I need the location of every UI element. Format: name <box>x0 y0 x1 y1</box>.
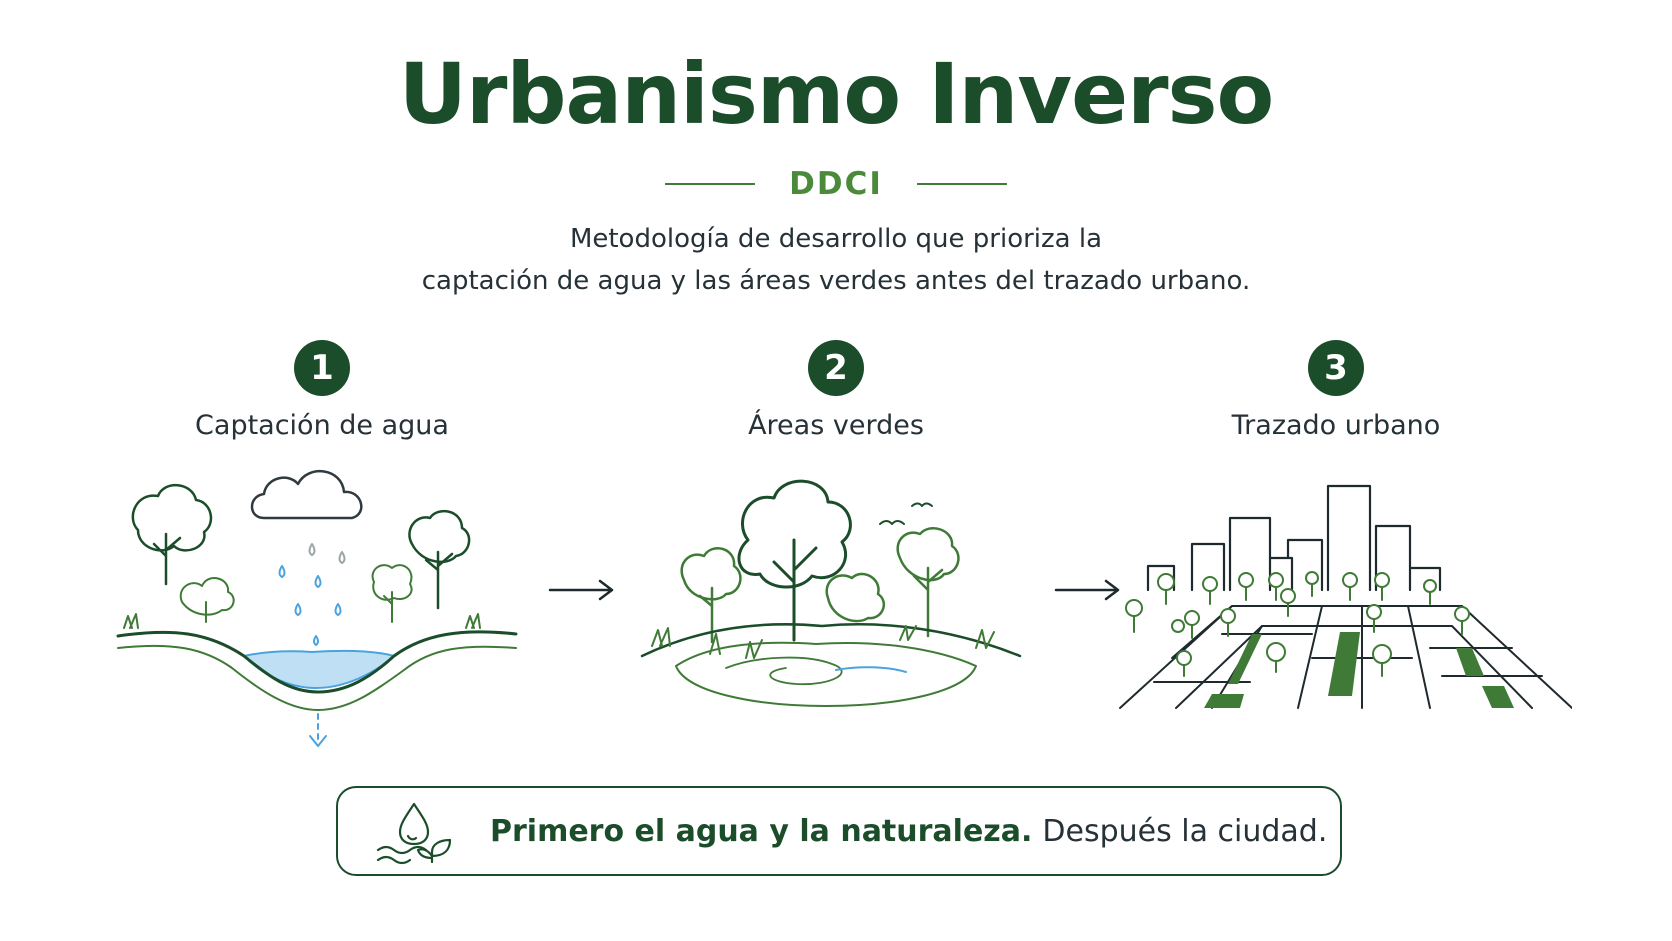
page-title: Urbanismo Inverso <box>398 45 1274 143</box>
urban-layout-icon <box>1119 484 1572 709</box>
water-capture-icon <box>116 469 518 747</box>
subtitle-line-1: Metodología de desarrollo que prioriza l… <box>569 224 1103 254</box>
banner-text: Primero el agua y la naturaleza. Después … <box>490 814 1327 849</box>
org-row: DDCI <box>0 166 1672 202</box>
divider-right <box>916 183 1007 185</box>
arrow-right-icon <box>1054 579 1120 601</box>
step-1: 1 Captación de agua <box>112 340 532 441</box>
step-2-label: Áreas verdes <box>748 410 924 441</box>
water-drop-leaf-icon <box>376 802 452 865</box>
org-name: DDCI <box>789 166 883 202</box>
banner-bold-text: Primero el agua y la naturaleza. <box>490 814 1033 849</box>
step-1-badge: 1 <box>294 340 350 396</box>
green-areas-icon <box>640 479 1022 707</box>
step-2-badge: 2 <box>808 340 864 396</box>
step-3-badge: 3 <box>1308 340 1364 396</box>
step-2: 2 Áreas verdes <box>626 340 1046 441</box>
step-3: 3 Trazado urbano <box>1126 340 1546 441</box>
subtitle-line-2: captación de agua y las áreas verdes ant… <box>421 266 1251 296</box>
page-subtitle: Metodología de desarrollo que prioriza l… <box>336 218 1336 302</box>
step-3-label: Trazado urbano <box>1231 410 1441 441</box>
banner-rest-text: Después la ciudad. <box>1042 814 1328 849</box>
step-1-label: Captación de agua <box>195 410 449 441</box>
key-message-banner: Primero el agua y la naturaleza. Después … <box>336 786 1342 876</box>
divider-left <box>665 183 756 185</box>
arrow-right-icon <box>548 579 614 601</box>
